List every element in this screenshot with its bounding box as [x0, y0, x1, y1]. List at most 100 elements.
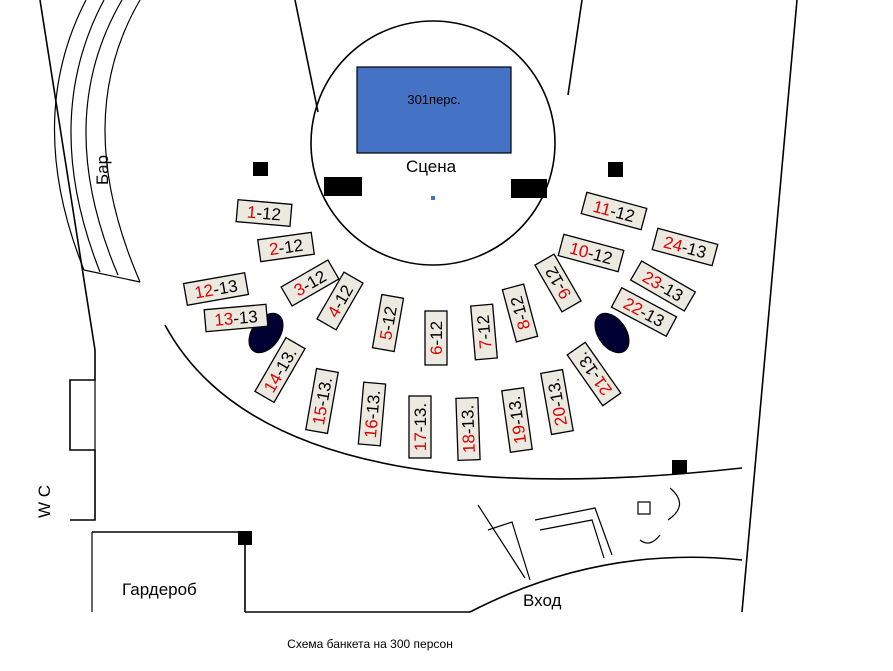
bar-counter — [53, 0, 141, 283]
table-shape — [182, 272, 250, 306]
table-label: 13-13 — [214, 307, 259, 330]
table-seat-count: -12 — [427, 321, 446, 346]
table-shape — [557, 233, 625, 273]
column — [253, 162, 268, 176]
wc-wall — [69, 350, 96, 521]
speaker-left — [324, 177, 362, 196]
table-number: 15 — [309, 405, 331, 427]
table-shape — [580, 191, 648, 231]
table-seat-count: -12 — [256, 203, 282, 224]
table-number: 5 — [376, 329, 396, 342]
table-shape — [371, 293, 405, 353]
outer-walls — [39, 0, 798, 613]
table-10: 10-12 — [557, 233, 625, 273]
table-16: 16-13. — [357, 381, 387, 447]
table-shape — [540, 368, 574, 436]
bar-label: Бар — [93, 155, 112, 185]
table-shape — [629, 260, 697, 312]
table-number: 18 — [459, 434, 479, 454]
table-19: 19-13. — [501, 387, 533, 453]
stage-label: Сцена — [406, 157, 457, 176]
table-shape — [203, 303, 269, 333]
wc-label: W C — [35, 485, 54, 518]
table-shape — [501, 387, 533, 453]
table-shape — [408, 395, 432, 459]
table-24: 24-13 — [651, 227, 719, 267]
table-shape — [256, 231, 316, 263]
table-number: 2 — [268, 239, 280, 259]
table-number: 17 — [411, 432, 430, 451]
table-seat-count: -13. — [544, 377, 568, 409]
table-number: 6 — [427, 346, 446, 355]
table-seat-count: -13. — [411, 403, 430, 432]
table-2: 2-12 — [256, 231, 316, 263]
table-seat-count: -13 — [212, 276, 240, 299]
table-number: 20 — [549, 405, 571, 427]
table-number: 10 — [567, 239, 590, 262]
table-seat-count: -12 — [474, 314, 495, 340]
table-label: 1-12 — [246, 203, 282, 225]
table-number: 12 — [193, 281, 215, 303]
table-seat-count: -13. — [363, 389, 384, 420]
entrance-label: Вход — [523, 591, 562, 610]
table-label: 14-13. — [260, 345, 301, 396]
plan-caption: Схема банкета на 300 персон — [287, 637, 453, 651]
table-number: 24 — [661, 233, 684, 256]
column — [672, 460, 687, 474]
table-9: 9-12 — [534, 253, 582, 313]
table-7: 7-12 — [469, 303, 499, 361]
table-shape — [501, 283, 539, 343]
table-20: 20-13. — [540, 368, 574, 436]
table-label: 18-13. — [458, 405, 479, 454]
table-shape — [651, 227, 719, 267]
table-number: 13 — [214, 309, 235, 330]
table-label: 19-13. — [505, 395, 531, 445]
table-shape — [566, 341, 622, 407]
hall-arc — [164, 324, 743, 480]
table-13: 13-13 — [203, 303, 269, 333]
table-number: 19 — [509, 424, 530, 445]
table-label: 17-13. — [411, 403, 430, 451]
stage-center-marker — [431, 196, 435, 200]
table-8: 8-12 — [501, 283, 539, 343]
table-label: 6-12 — [427, 321, 446, 355]
stage-box — [356, 66, 512, 154]
table-seat-count: -13 — [232, 307, 258, 328]
table-seat-count: -12 — [277, 236, 304, 258]
table-shape — [280, 259, 340, 307]
table-17: 17-13. — [408, 395, 432, 459]
table-18: 18-13. — [455, 396, 481, 462]
table-12: 12-13 — [182, 272, 250, 306]
table-label: 15-13. — [309, 376, 336, 427]
table-shape — [424, 310, 448, 366]
table-shape — [610, 286, 678, 338]
table-shape — [316, 271, 364, 331]
table-shape — [455, 396, 481, 462]
table-seat-count: -13. — [505, 395, 528, 427]
table-label: 16-13. — [361, 389, 384, 439]
table-label: 8-12 — [507, 294, 534, 332]
table-shape — [469, 303, 499, 361]
table-shape — [357, 381, 387, 447]
table-seat-count: -13. — [312, 376, 336, 408]
table-number: 1 — [246, 203, 257, 223]
table-6: 6-12 — [424, 310, 448, 366]
table-5: 5-12 — [371, 293, 405, 353]
decor-oval-right — [594, 312, 630, 354]
table-label: 5-12 — [376, 305, 401, 342]
speaker-right — [511, 179, 547, 198]
table-shape — [534, 253, 582, 313]
table-number: 16 — [361, 418, 382, 439]
stage-area — [294, 0, 583, 266]
table-shape — [235, 198, 293, 228]
column — [238, 531, 252, 545]
table-11: 11-12 — [580, 191, 648, 231]
table-shape — [254, 336, 306, 404]
stage-box-label: 301перс. — [407, 92, 460, 107]
table-label: 20-13. — [544, 377, 571, 428]
wardrobe-room — [91, 531, 246, 612]
table-seat-count: -13. — [458, 405, 478, 435]
table-1: 1-12 — [235, 198, 293, 228]
